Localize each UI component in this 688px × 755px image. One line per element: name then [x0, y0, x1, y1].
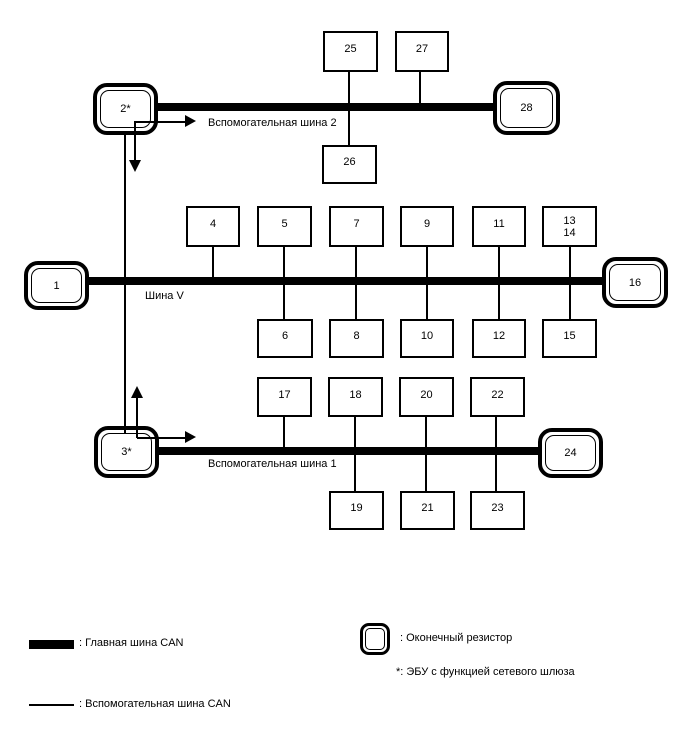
connector-9-10 [426, 247, 428, 319]
node-25: 25 [323, 31, 378, 72]
connector-27 [419, 72, 421, 107]
terminator-1-label: 1 [31, 268, 82, 303]
gateway-2-arrow-shaft-horizontal [134, 121, 185, 123]
connector-13-14-15 [569, 246, 571, 319]
connector-20-21 [425, 417, 427, 491]
gateway-2-arrow-down-icon [129, 160, 141, 172]
legend-aux-bus-label: : Вспомогательная шина CAN [79, 698, 231, 710]
gateway-3-arrow-shaft-horizontal [137, 437, 185, 439]
connector-4 [212, 247, 214, 281]
node-23: 23 [470, 491, 525, 530]
node-20: 20 [399, 377, 454, 417]
node-7: 7 [329, 206, 384, 247]
terminator-3: 3* [94, 426, 159, 478]
terminator-28: 28 [493, 81, 560, 135]
node-12: 12 [472, 319, 526, 358]
legend-gateway-note: *: ЭБУ с функцией сетевого шлюза [396, 666, 575, 678]
gateway-2-arrow-shaft-vertical [134, 121, 136, 160]
node-18: 18 [328, 377, 383, 417]
node-27: 27 [395, 31, 449, 72]
node-19: 19 [329, 491, 384, 530]
node-22: 22 [470, 377, 525, 417]
gateway-3-arrow-up-icon [131, 386, 143, 398]
legend-aux-bus-swatch [29, 704, 74, 706]
bus-aux2-label: Вспомогательная шина 2 [208, 117, 337, 129]
bus-main-label: Шина V [145, 290, 184, 302]
node-13-14: 13 14 [542, 206, 597, 247]
connector-25-26 [348, 72, 350, 145]
connector-17 [283, 417, 285, 451]
bus-aux2-line [155, 103, 495, 111]
connector-18-19 [354, 417, 356, 491]
terminator-3-label: 3* [101, 433, 152, 471]
node-11: 11 [472, 206, 526, 247]
node-15: 15 [542, 319, 597, 358]
legend-terminator-label: : Оконечный резистор [400, 632, 513, 644]
terminator-2-label: 2* [100, 90, 151, 128]
terminator-24-label: 24 [545, 435, 596, 471]
bus-aux1-label: Вспомогательная шина 1 [208, 458, 337, 470]
bus-aux1-line [157, 447, 538, 455]
terminator-2: 2* [93, 83, 158, 135]
bus-main-line [85, 277, 605, 285]
connector-11-12 [498, 247, 500, 319]
legend-terminator-icon [360, 623, 390, 655]
legend-main-bus-label: : Главная шина CAN [79, 637, 184, 649]
node-10: 10 [400, 319, 454, 358]
terminator-1: 1 [24, 261, 89, 310]
gateway-3-arrow-right-icon [185, 431, 196, 443]
connector-5-6 [283, 247, 285, 319]
node-5: 5 [257, 206, 312, 247]
connector-7-8 [355, 247, 357, 319]
terminator-28-label: 28 [500, 88, 553, 128]
node-9: 9 [400, 206, 454, 247]
node-8: 8 [329, 319, 384, 358]
gateway-3-arrow-shaft-vertical [136, 398, 138, 438]
gateway-link-line [124, 135, 126, 433]
legend-main-bus-swatch [29, 640, 74, 649]
node-6: 6 [257, 319, 313, 358]
node-4: 4 [186, 206, 240, 247]
gateway-2-arrow-right-icon [185, 115, 196, 127]
terminator-24: 24 [538, 428, 603, 478]
terminator-16: 16 [602, 257, 668, 308]
node-26: 26 [322, 145, 377, 184]
connector-22-23 [495, 417, 497, 491]
node-17: 17 [257, 377, 312, 417]
terminator-16-label: 16 [609, 264, 661, 301]
node-21: 21 [400, 491, 455, 530]
